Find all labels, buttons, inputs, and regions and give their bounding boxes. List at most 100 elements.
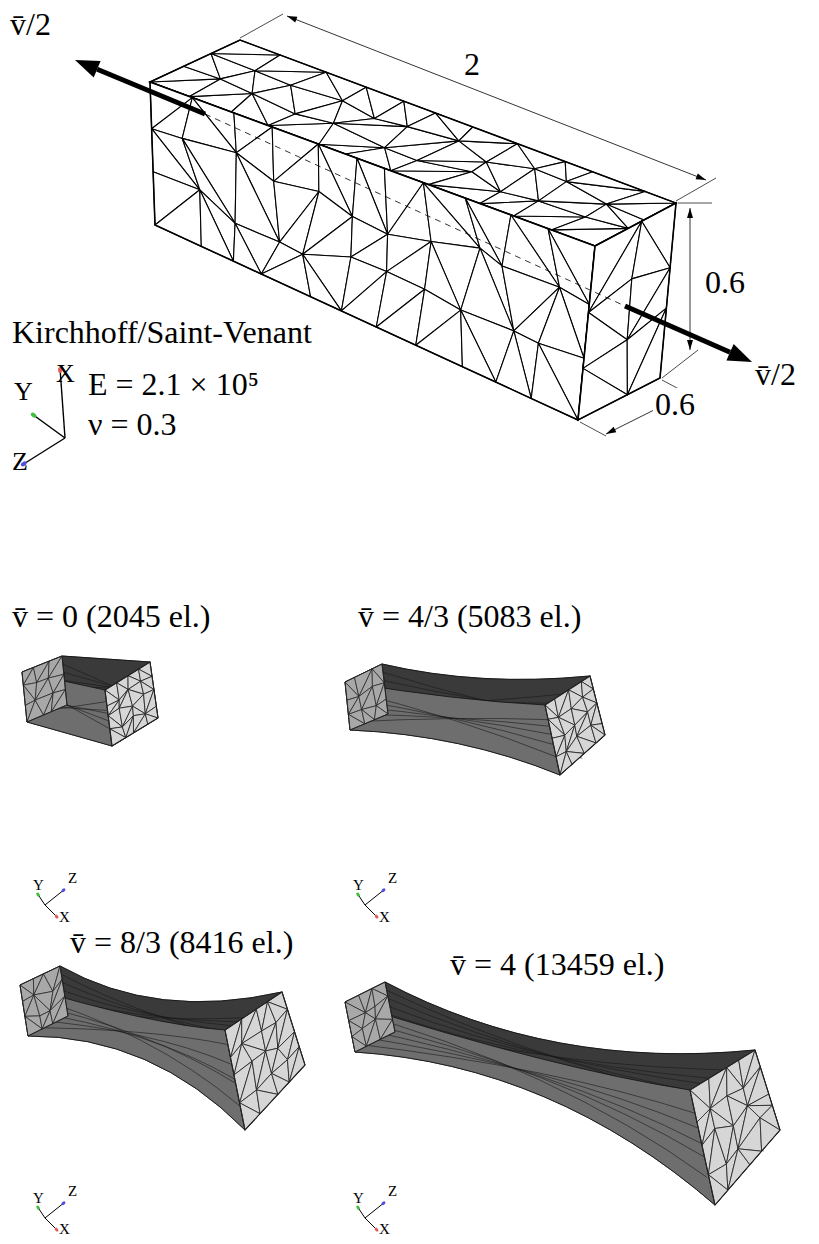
- front-face-mesh: [233, 223, 261, 274]
- axis-label: Z: [388, 1184, 397, 1200]
- axis-tip: [54, 1227, 59, 1232]
- axis-label: Y: [33, 1191, 44, 1207]
- extension-line: [240, 14, 283, 38]
- load-step-caption: v̄ = 4/3 (5083 el.): [358, 600, 581, 634]
- side-surface: [345, 1002, 715, 1205]
- axis-tip: [61, 888, 66, 893]
- axis-label: Y: [353, 1191, 364, 1207]
- near-end-mesh: [257, 1090, 278, 1114]
- end-face-mesh: [578, 368, 627, 420]
- top-face-mesh: [535, 162, 567, 182]
- dimension-arrowhead: [606, 427, 616, 434]
- front-face-mesh: [200, 190, 235, 261]
- axis-label: Y: [14, 378, 33, 405]
- mesh-line: [347, 1010, 707, 1177]
- axis-tip: [61, 1201, 66, 1206]
- load-step-caption: v̄ = 8/3 (8416 el.): [70, 926, 293, 960]
- near-end-mesh: [289, 1047, 305, 1082]
- top-face-mesh: [566, 172, 645, 192]
- mesh-line: [349, 718, 548, 722]
- dimension-arrowhead: [696, 174, 706, 180]
- mesh-line: [21, 994, 239, 1106]
- load-arrow-head: [75, 60, 101, 78]
- mesh-line: [23, 680, 110, 728]
- axis-line: [22, 438, 65, 465]
- axis-label: X: [59, 1222, 70, 1238]
- front-face-mesh: [155, 190, 201, 247]
- dimension-line: [287, 16, 706, 180]
- load-label: v̄/2: [755, 358, 796, 392]
- near-end-mesh: [591, 703, 602, 725]
- far-end-mesh-outline: [20, 966, 68, 1036]
- far-end-mesh-outline: [22, 656, 67, 722]
- front-face-mesh: [548, 229, 595, 305]
- extension-line: [580, 422, 606, 436]
- load-arrow-head: [726, 344, 752, 362]
- side-surface: [345, 682, 560, 775]
- top-face-mesh: [255, 55, 326, 72]
- beam-mesh: [150, 40, 676, 420]
- far-end-mesh: [362, 710, 375, 724]
- mesh-line: [353, 1044, 695, 1114]
- near-end-mesh-outline: [690, 1050, 780, 1205]
- mesh-line: [25, 1019, 230, 1064]
- mesh-line: [348, 1019, 704, 1157]
- front-face-mesh: [416, 310, 463, 367]
- material-parameter: E = 2.1 × 10⁵: [88, 368, 259, 402]
- top-face-mesh: [606, 191, 676, 204]
- front-face-mesh: [461, 310, 496, 382]
- mesh-line: [27, 1028, 228, 1045]
- near-end-mesh: [738, 1118, 762, 1151]
- axis-tip: [374, 914, 379, 919]
- material-model-label: Kirchhoff/Saint-Venant: [12, 316, 312, 350]
- near-end-mesh-outline: [105, 662, 158, 746]
- near-end-mesh: [566, 752, 584, 765]
- axis-tip: [374, 1227, 379, 1232]
- top-face-mesh: [374, 101, 407, 126]
- front-face-mesh: [496, 331, 531, 399]
- far-end-mesh: [374, 706, 388, 720]
- center-line: [205, 114, 625, 306]
- axis-tip: [54, 914, 59, 919]
- mesh-line: [348, 706, 552, 734]
- axis-tip: [381, 1201, 386, 1206]
- load-label: v̄/2: [10, 8, 51, 42]
- front-face-mesh: [261, 254, 310, 296]
- far-end-mesh-outline: [345, 982, 395, 1052]
- axis-tip: [30, 412, 37, 419]
- mesh-line: [347, 698, 554, 745]
- front-face-mesh: [303, 217, 353, 258]
- top-face-mesh: [220, 71, 255, 94]
- axis-label: Z: [388, 871, 397, 887]
- dimension-label: 2: [462, 48, 482, 82]
- side-surface: [22, 672, 112, 746]
- dimension-label: 0.6: [653, 388, 697, 422]
- near-end-mesh: [738, 1149, 762, 1165]
- axis-label: Z: [68, 871, 77, 887]
- dimension-arrowhead: [687, 208, 693, 218]
- axis-label: X: [59, 910, 70, 926]
- axis-tip: [381, 888, 386, 893]
- deformed-mesh: [20, 966, 305, 1130]
- near-end-mesh: [760, 1118, 780, 1151]
- extension-line: [676, 178, 716, 201]
- far-end-mesh-outline: [345, 664, 388, 730]
- near-end-mesh: [748, 1094, 773, 1106]
- near-end-mesh: [710, 1109, 733, 1129]
- material-parameter: ν = 0.3: [88, 408, 177, 442]
- deformed-mesh: [345, 982, 780, 1205]
- axis-label: Y: [353, 878, 364, 894]
- mesh-line: [352, 1035, 697, 1127]
- axis-label: Z: [68, 1184, 77, 1200]
- load-step-caption: v̄ = 4 (13459 el.): [450, 948, 664, 982]
- top-face-mesh: [501, 169, 539, 201]
- axis-label: Y: [33, 878, 44, 894]
- axis-label: X: [379, 910, 390, 926]
- axis-line: [32, 414, 65, 438]
- extension-line: [678, 203, 712, 204]
- dimension-arrowhead: [687, 340, 693, 350]
- deformed-mesh: [22, 656, 158, 746]
- extension-line: [662, 350, 698, 378]
- dimension-label: 0.6: [703, 266, 747, 300]
- side-surface: [20, 985, 245, 1130]
